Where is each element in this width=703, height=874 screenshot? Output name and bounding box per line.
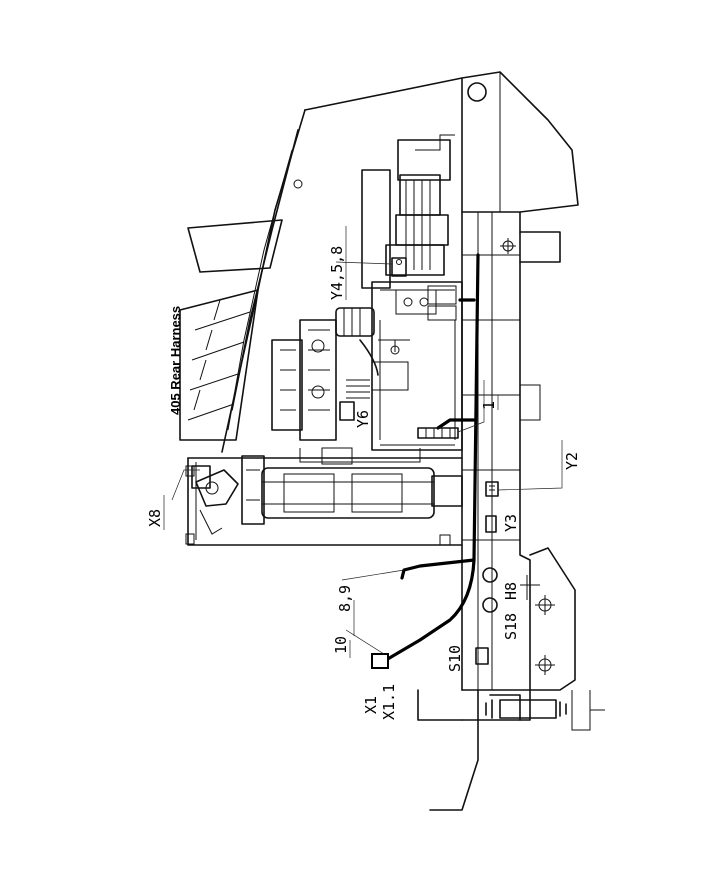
pulley-assembly bbox=[191, 465, 239, 535]
label-y2: Y2 bbox=[563, 452, 581, 470]
label-s10: S10 bbox=[446, 645, 464, 672]
engine-assembly bbox=[271, 134, 463, 451]
wiring-harness bbox=[371, 253, 480, 669]
label-x1: X1 bbox=[362, 696, 380, 714]
label-y6: Y6 bbox=[354, 410, 372, 428]
body-housing bbox=[179, 77, 463, 546]
label-x8: X8 bbox=[146, 509, 164, 527]
label-y3: Y3 bbox=[502, 514, 520, 532]
callout-leaders bbox=[171, 261, 563, 655]
label-underlines bbox=[163, 226, 499, 658]
label-y4-5-8: Y4,5,8 bbox=[328, 246, 346, 300]
label-10: 10 bbox=[332, 636, 350, 654]
connector-markers bbox=[417, 427, 499, 665]
diagram-title: 405 Rear Harness bbox=[168, 306, 183, 415]
label-1: 1 bbox=[480, 401, 498, 410]
labels: 405 Rear Harness X8 Y4,5,8 Y6 1 Y2 Y3 8,… bbox=[146, 246, 581, 720]
filter-cylinders bbox=[241, 447, 463, 525]
label-s18: S18 bbox=[502, 613, 520, 640]
chassis-frame bbox=[417, 71, 605, 811]
label-x1-1: X1.1 bbox=[380, 684, 398, 720]
label-8-9: 8,9 bbox=[336, 585, 354, 612]
label-h8: H8 bbox=[502, 582, 520, 600]
